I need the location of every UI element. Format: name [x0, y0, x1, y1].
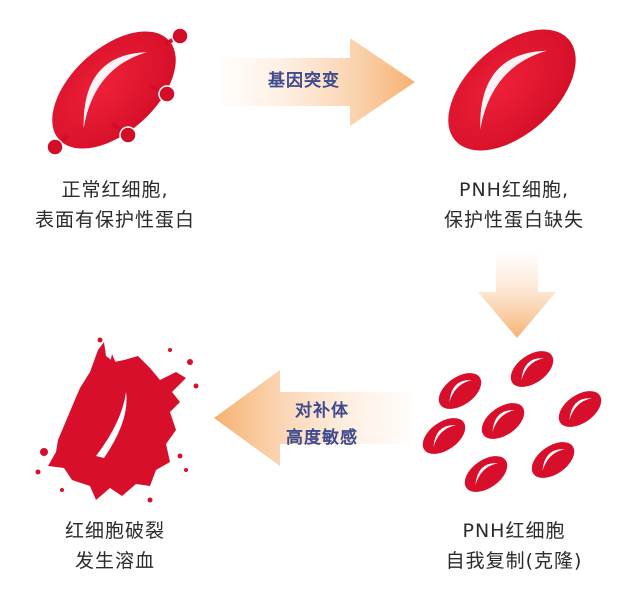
mutation-label-text: 基因突变	[268, 71, 340, 91]
ruptured-red-cell	[35, 337, 199, 503]
mutation-arrow	[222, 38, 415, 126]
lysis-caption-line1: 红细胞破裂	[64, 520, 165, 542]
normal-red-cell	[46, 27, 189, 156]
normal-caption-line1: 正常红细胞,	[61, 179, 169, 201]
complement-label-line2: 高度敏感	[286, 428, 358, 448]
pnh-caption-line1: PNH红细胞,	[459, 179, 569, 201]
cloned-cells	[422, 351, 602, 492]
pnh-red-cell	[448, 29, 576, 151]
surface-protein-icon	[149, 84, 176, 103]
normal-cell-caption: 正常红细胞, 表面有保护性蛋白	[0, 175, 230, 235]
clone-arrow	[478, 252, 556, 338]
pnh-caption-line2: 保护性蛋白缺失	[443, 209, 584, 231]
complement-label: 对补体 高度敏感	[262, 398, 382, 452]
surface-protein-icon	[164, 27, 189, 46]
mutation-label: 基因突变	[244, 68, 364, 95]
complement-arrow	[214, 370, 412, 466]
normal-caption-line2: 表面有保护性蛋白	[34, 209, 195, 231]
surface-protein-icon	[110, 122, 137, 144]
clone-caption: PNH红细胞 自我复制(克隆)	[400, 516, 628, 576]
lysis-caption-line2: 发生溶血	[74, 550, 155, 572]
clone-caption-line1: PNH红细胞	[462, 520, 566, 542]
pnh-cell-caption: PNH红细胞, 保护性蛋白缺失	[400, 175, 628, 235]
clone-caption-line2: 自我复制(克隆)	[445, 550, 583, 572]
complement-label-line1: 对补体	[295, 401, 349, 421]
surface-protein-icon	[46, 134, 70, 156]
lysis-caption: 红细胞破裂 发生溶血	[0, 516, 230, 576]
